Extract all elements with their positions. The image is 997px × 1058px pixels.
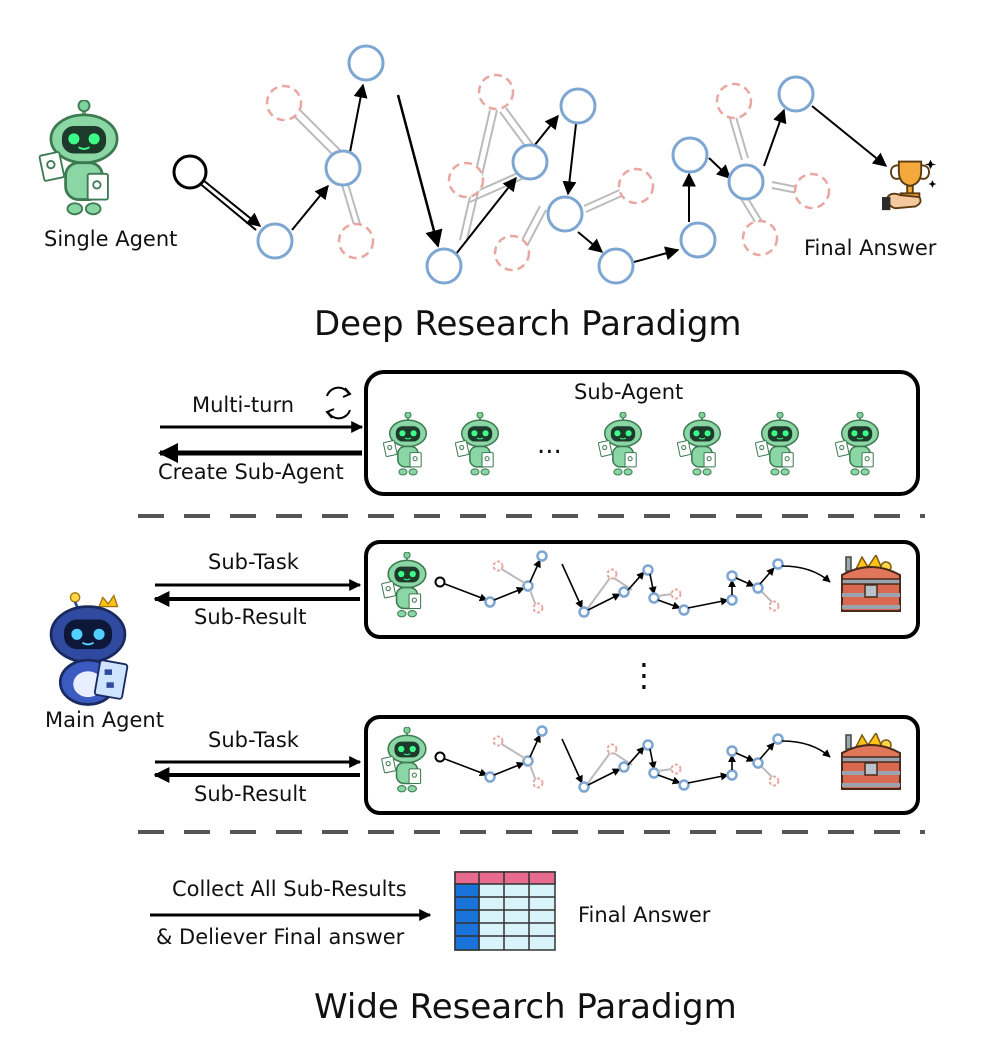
start-node (172, 154, 208, 190)
sub-agent-ellipsis: ... (537, 430, 562, 460)
refresh-icon (325, 386, 352, 420)
table-icon (454, 871, 556, 951)
final-collection (150, 871, 556, 951)
subtask-row-1 (153, 540, 920, 639)
deep-path-nodes (256, 44, 815, 285)
wide-final-answer-label: Final Answer (578, 903, 711, 927)
main-agent-label: Main Agent (45, 708, 164, 732)
collect-sub-results-label: Collect All Sub-Results (172, 877, 407, 901)
vertical-ellipsis: ⋮ (628, 656, 660, 694)
deep-path-arrows (197, 83, 888, 263)
deep-research-section (38, 44, 938, 285)
single-agent-label: Single Agent (44, 227, 178, 251)
create-sub-agent-label: Create Sub-Agent (158, 460, 344, 484)
subtask-row-2 (153, 715, 920, 815)
single-agent-robot-icon (38, 100, 119, 217)
main-robot-icon (49, 591, 130, 706)
trophy-icon (882, 158, 938, 212)
sub-agent-section (158, 370, 920, 496)
deep-research-title: Deep Research Paradigm (314, 304, 742, 344)
sub-agent-label: Sub-Agent (574, 380, 684, 404)
sub-result-label: Sub-Result (194, 605, 307, 629)
sub-task-label: Sub-Task (208, 550, 299, 574)
sub-result-label: Sub-Result (194, 782, 307, 806)
ghost-nodes (265, 73, 831, 272)
multi-turn-label: Multi-turn (192, 393, 295, 417)
ghost-branches (289, 105, 803, 249)
deliver-final-answer-label: & Deliever Final answer (156, 925, 405, 949)
sub-task-label: Sub-Task (208, 728, 299, 752)
deep-final-answer-label: Final Answer (804, 236, 937, 260)
wide-research-title: Wide Research Paradigm (314, 987, 737, 1027)
